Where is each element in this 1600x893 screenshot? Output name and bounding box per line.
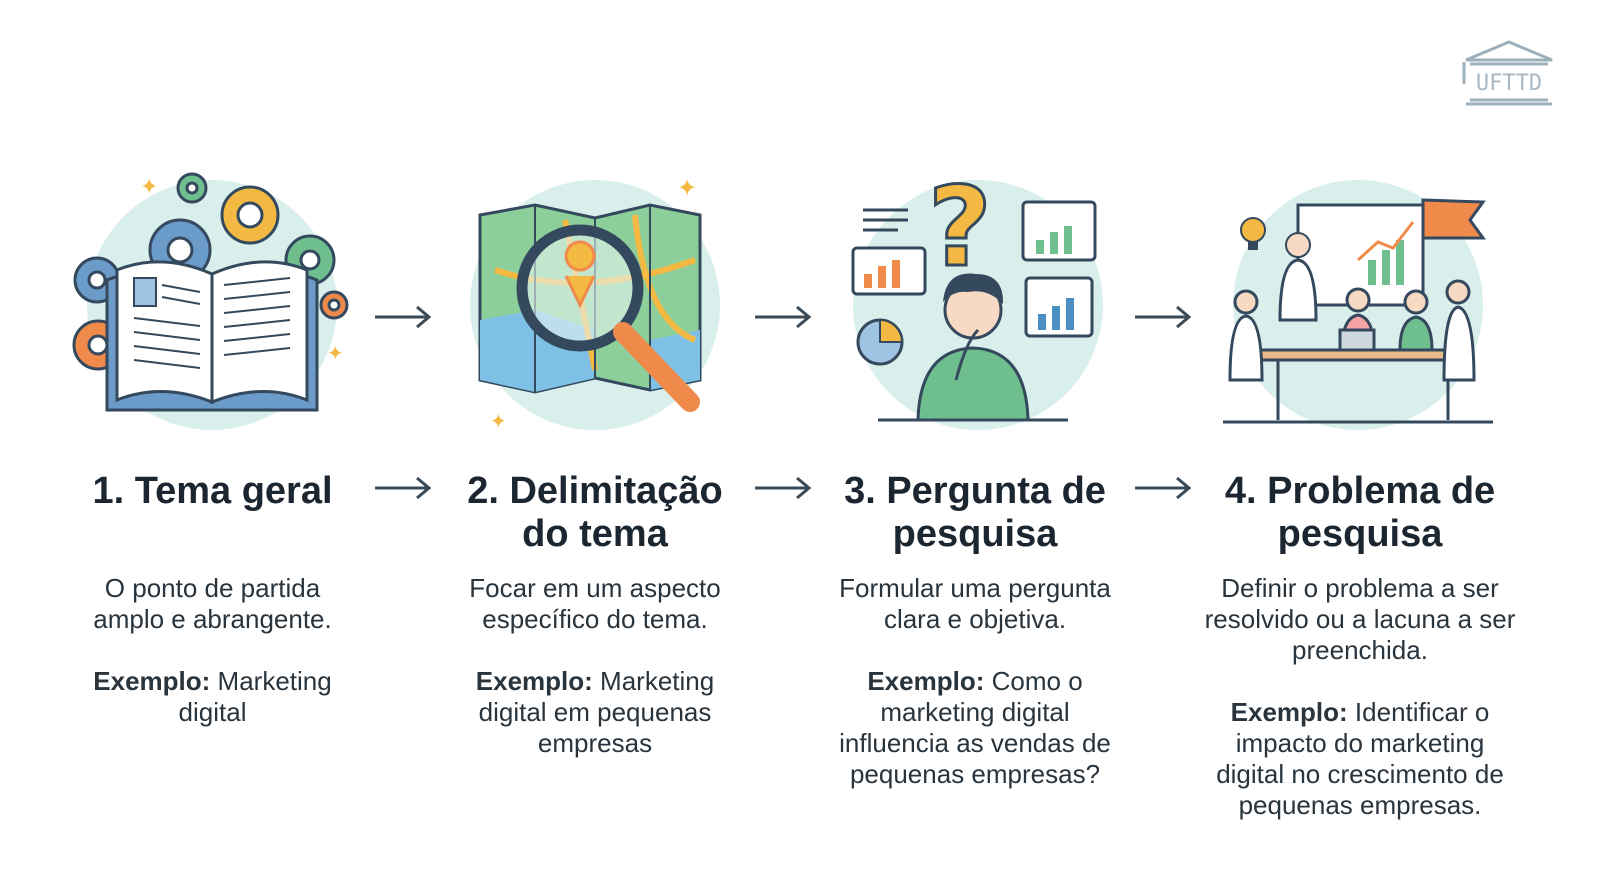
step-4-title: 4. Problema de pesquisa [1205,470,1515,556]
svg-text:✦: ✦ [677,175,697,202]
step-3-example-label: Exemplo: [867,666,985,696]
arrow-right-icon [755,305,812,329]
step-4-example: Exemplo: Identificar o impacto do market… [1200,697,1520,821]
step-3-body: Formular uma pergunta clara e objetiva. … [825,573,1125,790]
svg-text:?: ? [928,170,992,291]
step-1-title: 1. Tema geral [60,470,365,513]
thinking-person-question-icon: ? [851,170,1103,430]
step-1-example-text: Marketing digital [178,666,332,727]
step-4-example-label: Exemplo: [1230,697,1348,727]
arrow-right-icon [1135,305,1192,329]
step-3-title: 3. Pergunta de pesquisa [820,470,1130,556]
map-magnifier-icon: ✦ ✦ [470,175,720,433]
step-2-example-label: Exemplo: [475,666,593,696]
arrow-right-icon [1135,476,1192,500]
step-4-number: 4. [1224,470,1257,512]
svg-text:✦: ✦ [140,174,158,199]
step-1-description: O ponto de partida amplo e abrangente. [93,573,332,634]
step-1-title-text: Tema geral [134,470,333,512]
step-3-example: Exemplo: Como o marketing digital influe… [825,666,1125,790]
arrow-right-icon [755,476,812,500]
step-4-body: Definir o problema a ser resolvido ou a … [1200,573,1520,821]
university-logo: UFTTD [1462,40,1553,106]
logo-text: UFTTD [1476,71,1542,96]
arrow-right-icon [375,305,432,329]
step-3-description: Formular uma pergunta clara e objetiva. [839,573,1111,634]
arrow-right-icon [375,476,432,500]
step-1-body: O ponto de partida amplo e abrangente. E… [70,573,355,728]
step-1-number: 1. [92,470,125,512]
step-2-title: 2. Delimitação do tema [440,470,750,556]
step-1-example-label: Exemplo: [93,666,211,696]
step-3-title-text: Pergunta de pesquisa [886,470,1106,555]
step-2-title-text: Delimitação do tema [509,470,723,555]
step-1-example: Exemplo: Marketing digital [70,666,355,728]
step-2-example-text: Marketing digital em pequenas empresas [478,666,715,758]
step-3-number: 3. [844,470,876,512]
step-2-description: Focar em um aspecto específico do tema. [469,573,721,634]
step-4-example-text: Identificar o impacto do marketing digit… [1216,697,1504,820]
step-2-number: 2. [467,470,499,512]
step-4-description: Definir o problema a ser resolvido ou a … [1204,573,1516,665]
open-book-gears-icon: ✦ ✦ [72,172,349,430]
svg-text:✦: ✦ [327,343,344,365]
step-2-body: Focar em um aspecto específico do tema. … [450,573,740,759]
step-4-title-text: Problema de pesquisa [1267,470,1496,555]
svg-text:✦: ✦ [490,411,507,433]
step-3-example-text: Como o marketing digital influencia as v… [839,666,1111,789]
team-meeting-chart-icon [1223,180,1493,430]
step-2-example: Exemplo: Marketing digital em pequenas e… [450,666,740,759]
